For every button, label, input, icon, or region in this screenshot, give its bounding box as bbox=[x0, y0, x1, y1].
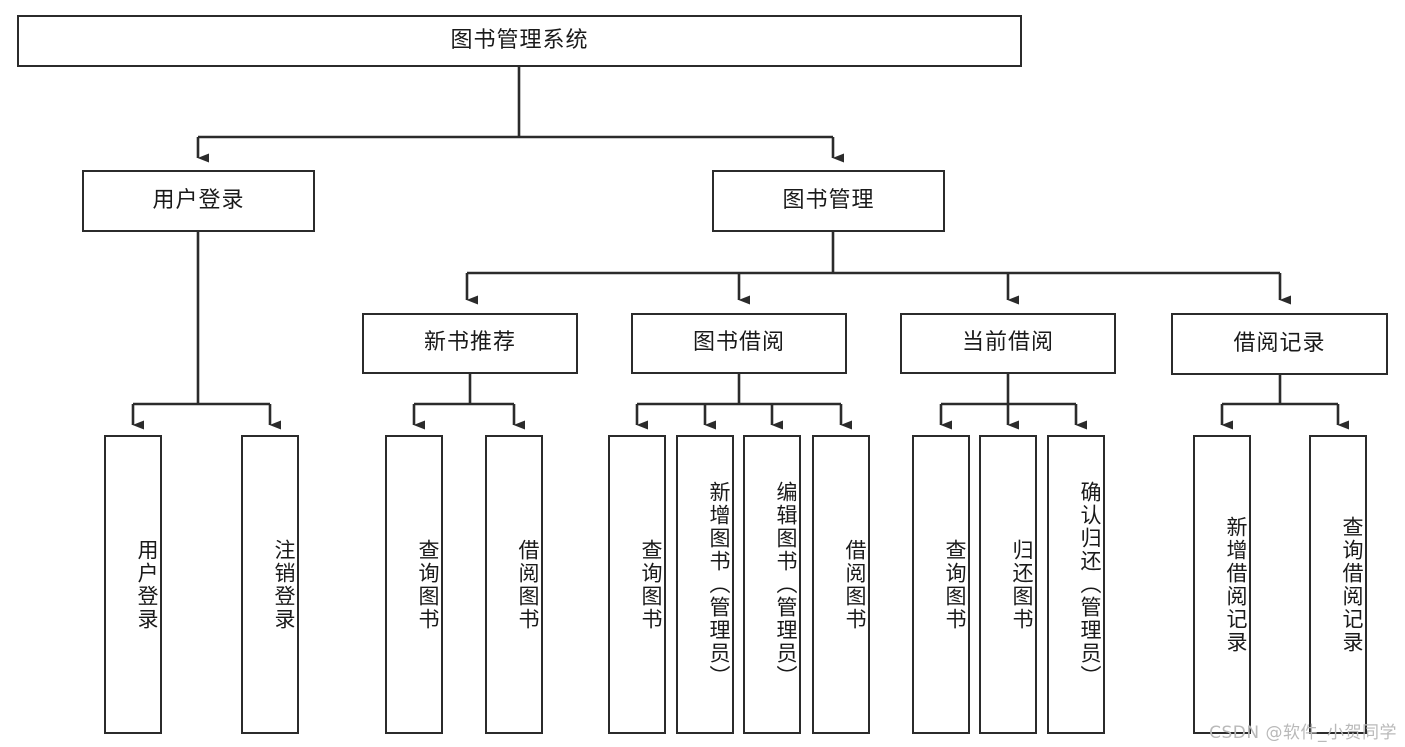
node-label: 图书借阅 bbox=[692, 330, 785, 356]
node-root-book-management-system[interactable]: 图书管理系统 bbox=[17, 15, 1022, 67]
leaf-record-query-record[interactable]: 查询借阅记录 bbox=[1309, 435, 1367, 734]
node-label: 查询图书 bbox=[943, 538, 967, 631]
node-label: 确认归还（管理员） bbox=[1078, 481, 1102, 688]
node-current-borrowing[interactable]: 当前借阅 bbox=[900, 313, 1116, 374]
node-label: 借阅记录 bbox=[1233, 330, 1326, 356]
node-label: 用户登录 bbox=[152, 187, 245, 213]
leaf-borrow-edit-book-admin[interactable]: 编辑图书（管理员） bbox=[743, 435, 801, 734]
node-label: 查询图书 bbox=[639, 538, 663, 631]
node-label: 当前借阅 bbox=[961, 330, 1054, 356]
leaf-new-book-query-book[interactable]: 查询图书 bbox=[385, 435, 443, 734]
leaf-user-login-logout[interactable]: 注销登录 bbox=[241, 435, 299, 734]
node-borrowing-records[interactable]: 借阅记录 bbox=[1171, 313, 1388, 375]
node-book-management[interactable]: 图书管理 bbox=[712, 170, 945, 232]
node-label: 查询图书 bbox=[416, 538, 440, 631]
leaf-borrow-borrow-book[interactable]: 借阅图书 bbox=[812, 435, 870, 734]
node-label: 新增图书（管理员） bbox=[707, 481, 731, 688]
node-user-login[interactable]: 用户登录 bbox=[82, 170, 315, 232]
leaf-current-confirm-return-admin[interactable]: 确认归还（管理员） bbox=[1047, 435, 1105, 734]
node-label: 图书管理 bbox=[782, 187, 875, 213]
leaf-current-query-book[interactable]: 查询图书 bbox=[912, 435, 970, 734]
leaf-user-login-login[interactable]: 用户登录 bbox=[104, 435, 162, 734]
leaf-record-add-record[interactable]: 新增借阅记录 bbox=[1193, 435, 1251, 734]
node-label: 用户登录 bbox=[135, 538, 159, 631]
node-label: 借阅图书 bbox=[843, 538, 867, 631]
node-label: 注销登录 bbox=[272, 538, 296, 631]
leaf-new-book-borrow-book[interactable]: 借阅图书 bbox=[485, 435, 543, 734]
leaf-borrow-add-book-admin[interactable]: 新增图书（管理员） bbox=[676, 435, 734, 734]
node-label: 新书推荐 bbox=[423, 330, 516, 356]
leaf-borrow-query-book[interactable]: 查询图书 bbox=[608, 435, 666, 734]
node-label: 借阅图书 bbox=[516, 538, 540, 631]
node-label: 归还图书 bbox=[1010, 538, 1034, 631]
node-book-borrowing[interactable]: 图书借阅 bbox=[631, 313, 847, 374]
node-label: 编辑图书（管理员） bbox=[774, 481, 798, 688]
node-label: 新增借阅记录 bbox=[1224, 515, 1248, 654]
node-new-book-recommendation[interactable]: 新书推荐 bbox=[362, 313, 578, 374]
leaf-current-return-book[interactable]: 归还图书 bbox=[979, 435, 1037, 734]
csdn-watermark: CSDN @软件_小贺同学 bbox=[1209, 723, 1397, 743]
node-label: 图书管理系统 bbox=[450, 27, 589, 53]
node-label: 查询借阅记录 bbox=[1340, 515, 1364, 654]
